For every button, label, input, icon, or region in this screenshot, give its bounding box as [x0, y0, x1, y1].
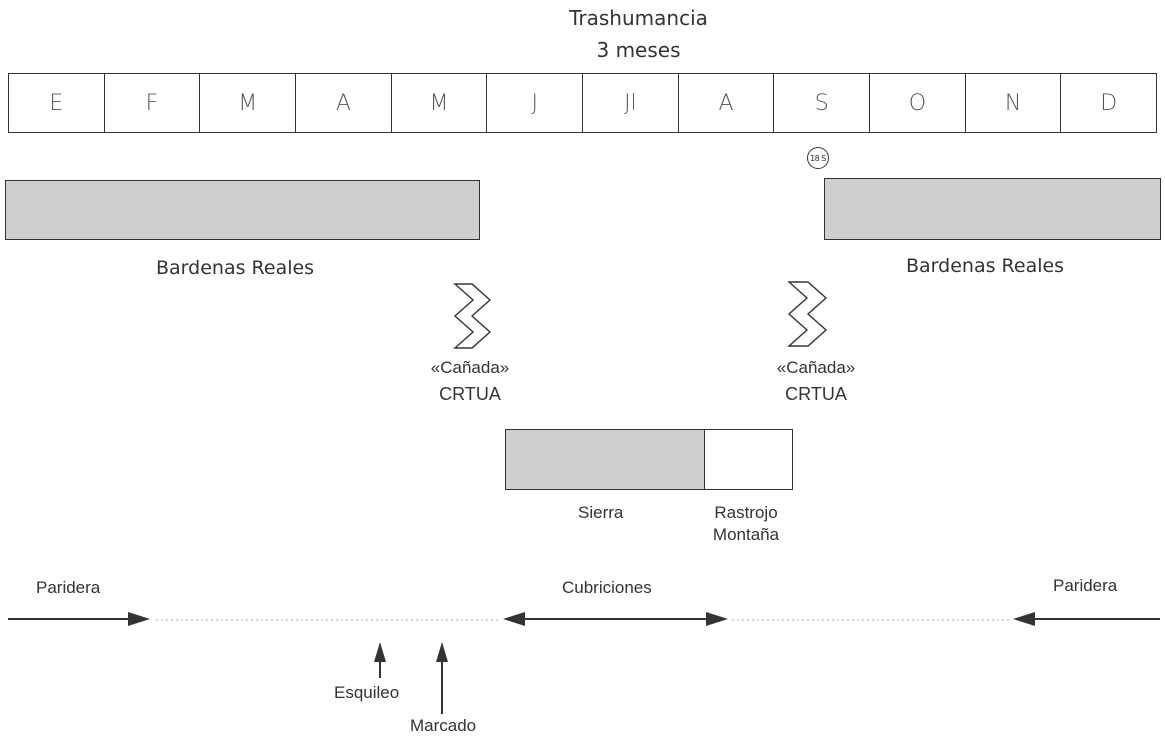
bardenas-left-bar: [5, 180, 480, 240]
canada-left-line2: CRTUA: [439, 384, 501, 404]
month-cell: J: [487, 74, 584, 132]
canada-right-line2: CRTUA: [785, 384, 847, 404]
canada-right-label: «Cañada» CRTUA: [766, 358, 866, 405]
zigzag-route-icon-left: [453, 283, 492, 349]
month-cell: A: [679, 74, 775, 132]
diagram-title-line2: 3 meses: [596, 38, 681, 62]
marcado-label: Marcado: [410, 716, 477, 735]
month-cell: M: [392, 74, 488, 132]
rastrojo-label-line1: Rastrojo: [714, 503, 778, 522]
month-cell: S: [774, 74, 871, 132]
month-cell: A: [296, 74, 392, 132]
bardenas-right-bar: [824, 178, 1161, 240]
months-row: E F M A M J Jl A S O N D: [8, 73, 1157, 133]
month-cell: D: [1100, 90, 1118, 116]
month-cell: M: [200, 74, 297, 132]
month-cell: N: [966, 74, 1062, 132]
cubriciones-label: Cubriciones: [562, 578, 652, 597]
esquileo-label: Esquileo: [334, 683, 400, 702]
bardenas-right-label: Bardenas Reales: [906, 255, 1065, 277]
month-cell: E: [9, 74, 105, 132]
month-cell: F: [105, 74, 201, 132]
month-cell: O: [870, 74, 966, 132]
rastrojo-label: Rastrojo Montaña: [696, 503, 796, 545]
month-cell: Jl: [583, 74, 679, 132]
canada-left-label: «Cañada» CRTUA: [420, 358, 520, 405]
date-badge: 18 S: [807, 147, 829, 169]
zigzag-route-icon-right: [787, 281, 828, 347]
paridera-right-label: Paridera: [1053, 576, 1118, 595]
event-arrows: [8, 612, 1160, 714]
rastrojo-label-line2: Montaña: [712, 525, 780, 544]
sierra-bar: [505, 429, 706, 490]
bardenas-left-label: Bardenas Reales: [156, 257, 315, 279]
canada-right-line1: «Cañada»: [776, 358, 856, 377]
sierra-label: Sierra: [578, 503, 624, 522]
diagram-title-line1: Trashumancia: [569, 6, 708, 30]
canada-left-line1: «Cañada»: [430, 358, 510, 377]
paridera-left-label: Paridera: [36, 578, 101, 597]
paridera-left-arrowhead: [128, 612, 150, 626]
rastrojo-bar: [704, 429, 793, 490]
